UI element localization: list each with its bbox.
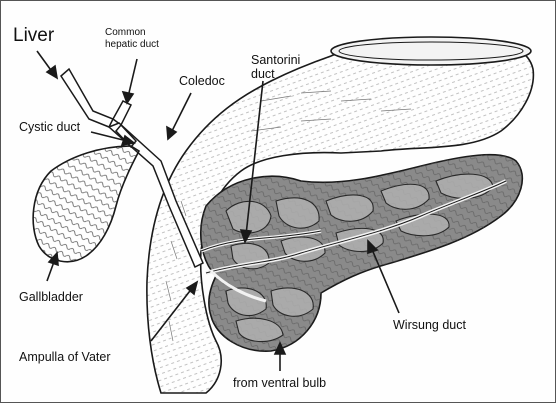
label-cystic-duct: Cystic duct [19,121,80,135]
label-common-hepatic-line1: Common [105,27,146,38]
label-liver: Liver [13,26,54,47]
arrow-liver [37,51,57,78]
label-coledoc: Coledoc [179,75,225,89]
label-ampulla: Ampulla of Vater [19,351,110,365]
label-common-hepatic-line2: hepatic duct [105,39,159,50]
gallbladder [33,146,139,262]
label-santorini-line1: Santorini [251,54,300,68]
label-gallbladder: Gallbladder [19,291,83,305]
label-santorini-line2: duct [251,68,275,82]
pancreas [201,155,523,351]
arrow-common-hepatic [123,59,137,103]
arrow-coledoc [167,93,191,139]
label-ventral-bulb: from ventral bulb [233,377,326,391]
label-wirsung: Wirsung duct [393,319,466,333]
